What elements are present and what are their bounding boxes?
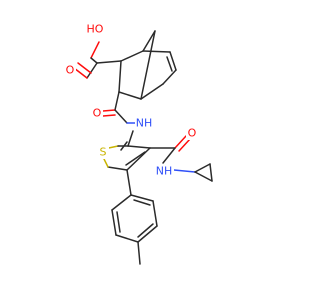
bond-c3-amide-c (114, 91, 120, 111)
label-amide1-nh: NH (136, 117, 153, 130)
bond-c-o-double-1 (73, 67, 88, 79)
bond-methyl (137, 241, 141, 265)
bond-amide2-co-2 (178, 138, 191, 152)
label-carboxyl-oxygen: O (66, 64, 75, 77)
label-amide2-nh: NH (156, 165, 173, 178)
carboxylic-acid-group (73, 41, 100, 79)
bond-c-o-double-2 (77, 62, 92, 74)
bond-c4-c5 (140, 83, 164, 100)
bond-cp-2 (209, 163, 213, 182)
bond-ar-2 (152, 200, 158, 227)
bond-c6-c5a (169, 51, 177, 71)
bond-c-oh (90, 41, 100, 59)
bond-c2-c1 (120, 50, 144, 62)
bond-th-c2-c3 (127, 145, 151, 149)
bond-c-oh-b (90, 57, 98, 64)
bond-th-c3-c4-double (125, 151, 146, 166)
label-thiophene-sulfur: S (100, 146, 107, 159)
bond-amide1-co-1 (102, 109, 116, 112)
bond-amide2-co-1 (174, 135, 187, 149)
bond-c2-c3 (118, 60, 122, 93)
bond-bridge-c4 (140, 30, 156, 100)
label-amide2-oxygen: O (188, 127, 197, 140)
bond-ar-4 (115, 234, 139, 243)
bond-amide1-co-2 (102, 114, 116, 117)
bond-th-c4-c5 (107, 166, 128, 171)
bond-ar-double-1 (133, 199, 151, 206)
bond-c1-c6 (142, 50, 171, 53)
tolyl-ring (111, 169, 158, 265)
bond-acid-c-to-ring (86, 62, 98, 79)
label-amide1-oxygen: O (93, 107, 102, 120)
bond-ar-double-2 (137, 223, 154, 238)
bond-amide1-c-n (114, 109, 128, 124)
bond-th-c3-c4 (126, 147, 151, 171)
molecule-canvas: HO O O NH S O NH (64, 22, 213, 265)
label-hydroxyl: HO (87, 23, 104, 36)
bond-th-c2-double (120, 141, 128, 151)
molecule-structure: HO O O NH S O NH (64, 22, 213, 265)
bond-cp-1 (194, 163, 211, 173)
bond-ar-double-3 (116, 211, 121, 233)
bond-c5-c5a (162, 69, 177, 85)
bond-ar-5 (111, 209, 117, 236)
bond-th-c5-s (103, 158, 109, 168)
bond-c1-bridge (142, 30, 156, 52)
bond-ar-1 (130, 194, 154, 202)
bond-amide2-n-cp (173, 169, 196, 173)
amide-2-group (149, 135, 213, 182)
bond-nh-thiophene (127, 130, 134, 147)
bond-alkene-double (166, 56, 173, 72)
bond-c3-c4 (118, 91, 142, 100)
bond-amide2-c-n (162, 147, 176, 164)
bond-th-to-aryl (126, 169, 132, 196)
atom-labels: HO O O NH S O NH (64, 22, 198, 178)
bond-cp-3 (194, 171, 213, 182)
norbornene-ring (96, 30, 177, 100)
bond-ar-3 (137, 225, 158, 243)
bond-ar-6 (111, 194, 132, 211)
bond-acid-to-c2 (96, 60, 122, 64)
thiophene-ring (103, 130, 151, 171)
